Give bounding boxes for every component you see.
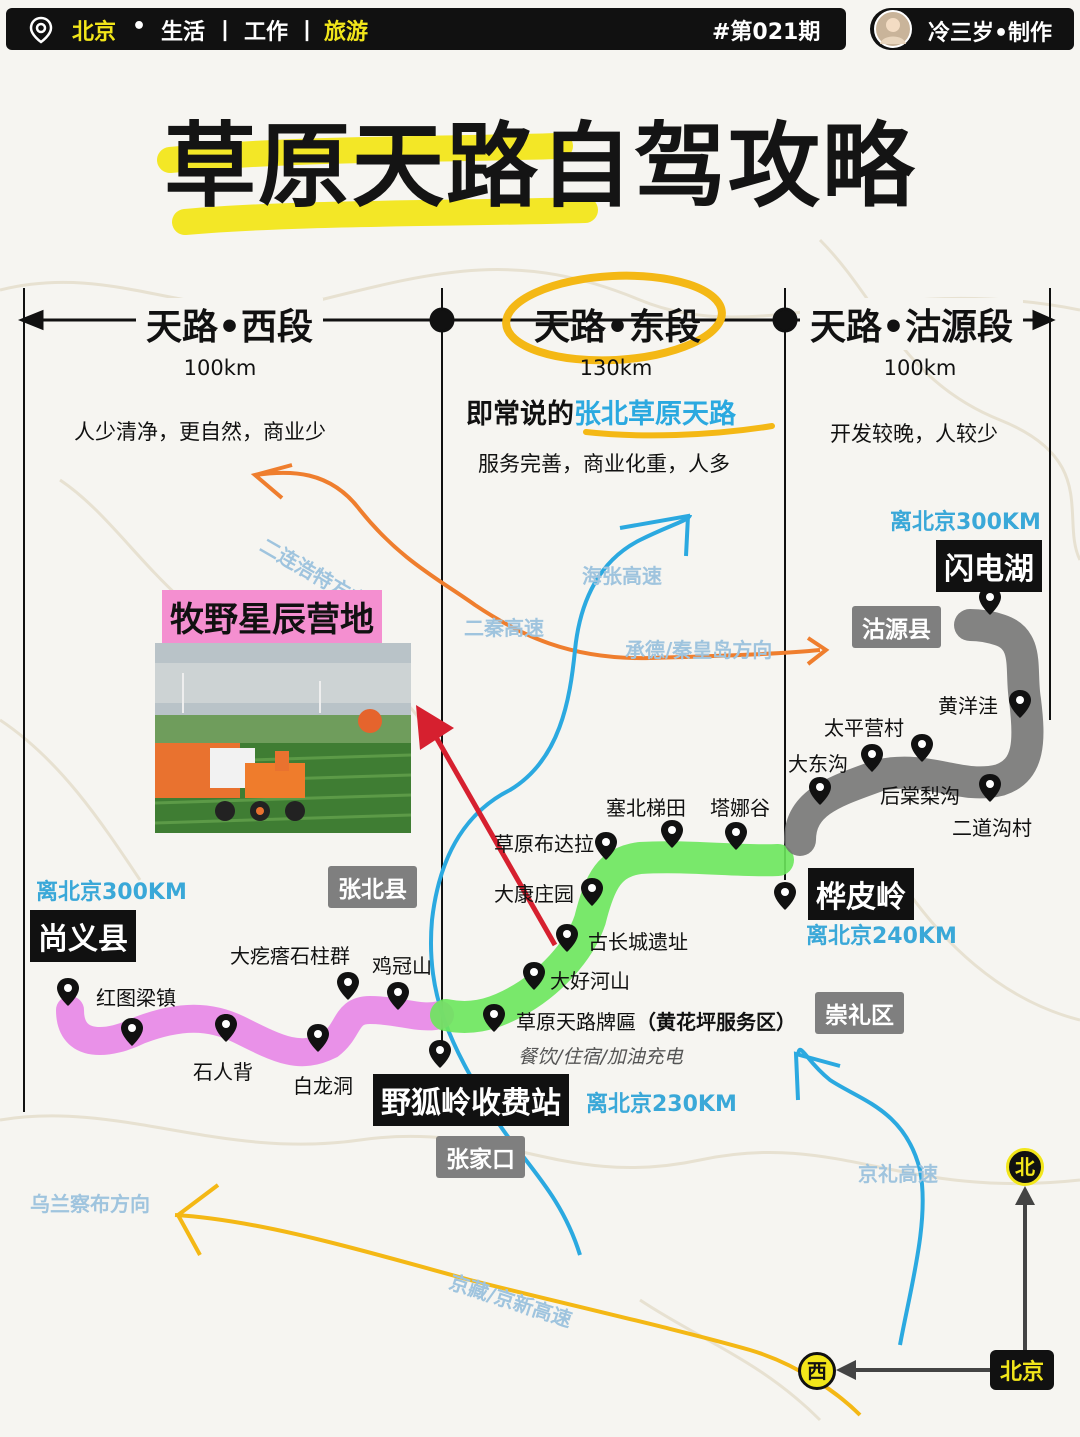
title-highlight — [157, 133, 598, 235]
place-erdaogou: 二道沟村 — [952, 816, 1032, 840]
jingli-label: 京礼高速 — [858, 1162, 938, 1186]
segment-west-distance: 100km — [183, 356, 257, 380]
pin-dashishi — [337, 972, 359, 1000]
place-shirenbei: 石人背 — [193, 1060, 253, 1084]
huaipi-label: 桦皮岭 — [808, 868, 914, 920]
pin-yehuling — [429, 1040, 451, 1068]
compass-west: 西 — [798, 1352, 836, 1390]
guyuan-label: 沽源县 — [852, 606, 941, 648]
campsite-arrow — [429, 728, 558, 947]
pin-paibian — [483, 1004, 505, 1032]
campsite-title: 牧野星辰营地 — [162, 590, 382, 643]
place-bailongdong: 白龙洞 — [293, 1074, 353, 1098]
paibian-name: 草原天路牌匾 — [516, 1010, 636, 1034]
yehuling-label: 野狐岭收费站 — [373, 1074, 569, 1126]
pin-west-1 — [121, 1018, 143, 1046]
dot-separator: • — [132, 14, 147, 39]
segment-east-desc: 服务完善，商业化重，人多 — [478, 452, 730, 476]
pin-houtangligou — [809, 777, 831, 805]
tab-work[interactable]: 工作 — [244, 20, 289, 45]
place-budala: 草原布达拉 — [494, 832, 594, 856]
shangyi-label: 尚义县 — [30, 910, 136, 962]
campsite-photo — [155, 643, 411, 833]
separator: 丨 — [296, 20, 319, 45]
segment-guyuan-desc: 开发较晚，人较少 — [830, 422, 998, 446]
pin-tanagu — [725, 822, 747, 850]
pin-huaipi — [774, 882, 796, 910]
place-guchangcheng: 古长城遗址 — [588, 930, 688, 954]
huaipi-distance: 离北京240KM — [806, 924, 957, 949]
subtitle-highlight: 张北草原天路 — [574, 399, 736, 430]
page-title: 草原天路自驾攻略 — [163, 113, 916, 220]
pin-dakangzhuang — [581, 878, 603, 906]
author-label: 冷三岁•制作 — [928, 21, 1053, 46]
pin-budala — [595, 832, 617, 860]
zhangbei-label: 张北县 — [328, 866, 417, 908]
subtitle-prefix: 即常说的 — [466, 399, 574, 430]
segment-guyuan-title: 天路•沽源段 — [800, 298, 1024, 350]
pin-dadonggou — [861, 744, 883, 772]
pin-saibeititian — [661, 820, 683, 848]
place-taipingying: 太平营村 — [824, 716, 904, 740]
shandian-distance: 离北京300KM — [890, 510, 1041, 535]
pin-huangyangwa — [1009, 690, 1031, 718]
top-bar: 北京 • 生活 丨 工作 丨 旅游 #第021期 — [6, 8, 846, 50]
tab-travel[interactable]: 旅游 — [324, 20, 369, 45]
haizhang-label: 海张高速 — [582, 564, 662, 588]
place-dahaohe: 大好河山 — [550, 969, 630, 993]
place-tanagu: 塔娜谷 — [710, 796, 770, 820]
east-title-circle — [502, 271, 726, 365]
place-paibian: 草原天路牌匾（黄花坪服务区） — [516, 1006, 796, 1035]
segment-east-distance: 130km — [579, 356, 653, 380]
place-saibeititian: 塞北梯田 — [606, 796, 686, 820]
service-note: 餐饮/住宿/加油充电 — [518, 1046, 683, 1068]
tab-life[interactable]: 生活 — [161, 20, 206, 45]
city-label: 北京 — [72, 20, 117, 45]
place-jiguan: 鸡冠山 — [372, 954, 432, 978]
place-dakangzhuang: 大康庄园 — [494, 882, 574, 906]
location-pin-icon — [29, 16, 53, 44]
place-houtangligou: 后棠梨沟 — [880, 784, 960, 808]
shangyi-distance: 离北京300KM — [36, 880, 187, 905]
pin-shirenbei — [215, 1014, 237, 1042]
pin-bailongdong — [307, 1024, 329, 1052]
segment-east-subtitle: 即常说的张北草原天路 — [466, 392, 736, 431]
erqin-label: 二秦高速 — [464, 616, 544, 640]
place-hongtuliang: 红图梁镇 — [96, 986, 176, 1010]
pin-taipingying — [911, 734, 933, 762]
chongli-label: 崇礼区 — [815, 992, 904, 1034]
place-dashishi: 大疙瘩石柱群 — [230, 944, 350, 968]
place-dadonggou: 大东沟 — [788, 752, 848, 776]
author-bar: 冷三岁•制作 — [870, 8, 1074, 50]
jingli-highway — [796, 1047, 925, 1346]
segment-west-title: 天路•西段 — [136, 298, 324, 350]
guyuan-road — [784, 609, 1044, 856]
paibian-note: （黄花坪服务区） — [636, 1010, 796, 1034]
pin-guchangcheng — [556, 924, 578, 952]
zhangjiakou-label: 张家口 — [436, 1136, 525, 1178]
subtitle-underline — [583, 423, 775, 439]
orange-route — [254, 470, 821, 661]
place-huangyangwa: 黄洋洼 — [938, 694, 998, 718]
pin-hongtuliang — [57, 978, 79, 1006]
compass-north: 北 — [1006, 1148, 1044, 1186]
avatar — [874, 10, 912, 48]
segment-guyuan-distance: 100km — [883, 356, 957, 380]
yehuling-distance: 离北京230KM — [586, 1092, 737, 1117]
issue-number: #第021期 — [712, 20, 821, 45]
wulanchabu-label: 乌兰察布方向 — [30, 1192, 150, 1216]
compass-beijing: 北京 — [990, 1350, 1055, 1390]
chengde-label: 承德/秦皇岛方向 — [625, 638, 773, 662]
pin-erdaogou — [979, 774, 1001, 802]
segment-east-title: 天路•东段 — [534, 307, 702, 348]
pin-dahaohe — [523, 962, 545, 990]
segment-west-desc: 人少清净，更自然，商业少 — [74, 420, 326, 444]
pin-jiguan — [387, 982, 409, 1010]
separator: 丨 — [214, 20, 237, 45]
shandian-label: 闪电湖 — [936, 540, 1042, 592]
